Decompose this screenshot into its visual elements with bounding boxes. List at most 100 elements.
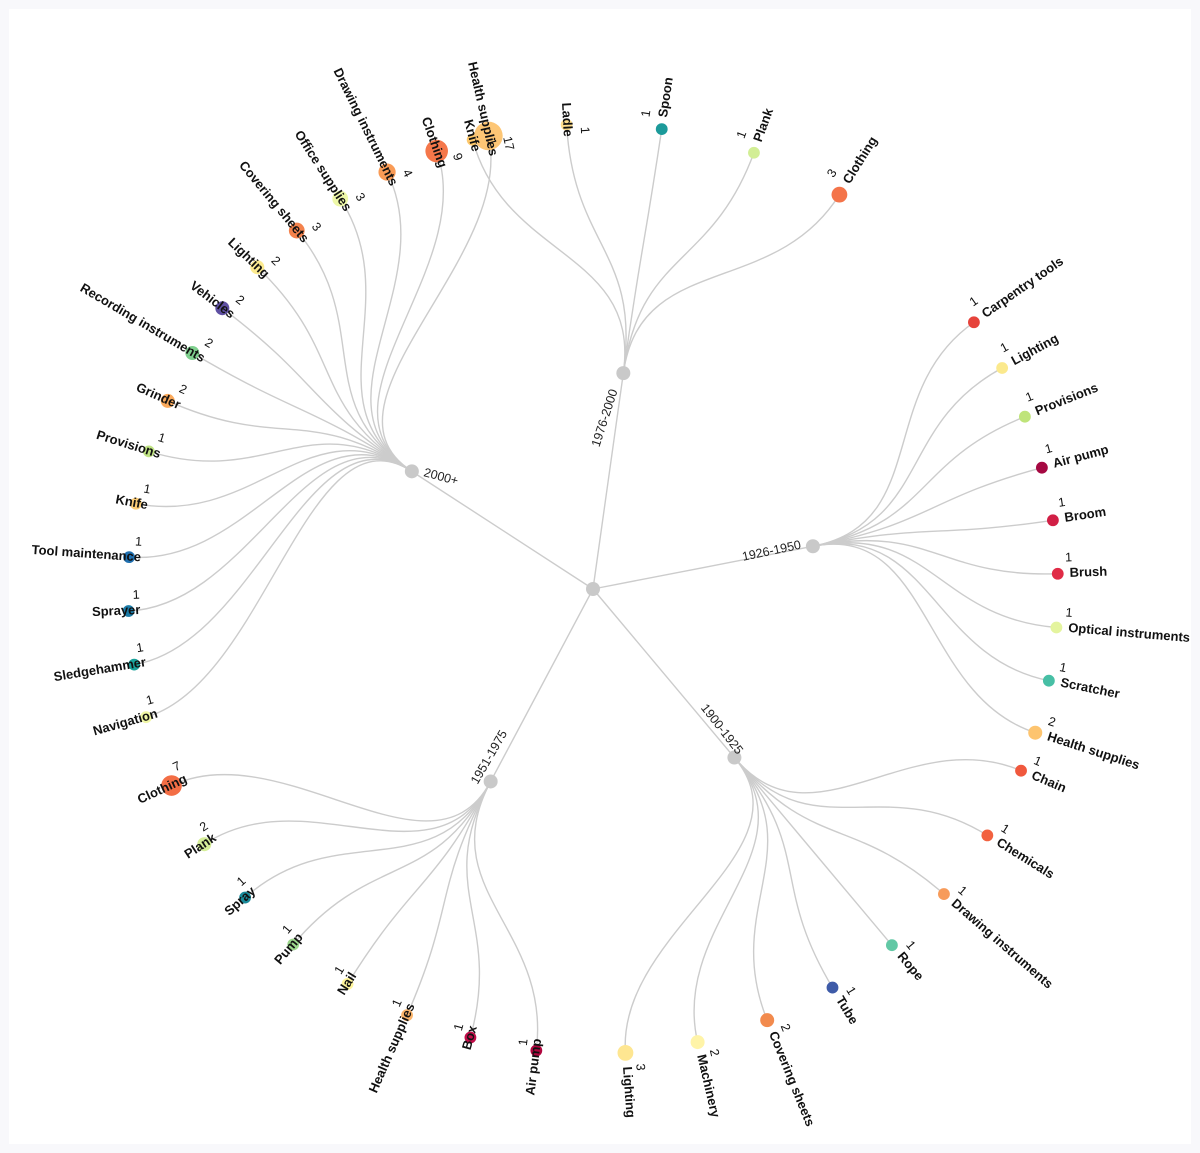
- leaf-node-1926-1950-optical-instruments[interactable]: [1050, 621, 1063, 634]
- link-2000-sledgehammer: [134, 458, 413, 666]
- leaf-node-2000-sprayer[interactable]: [122, 605, 135, 617]
- leaf-node-1976-2000-clothing[interactable]: [831, 186, 848, 203]
- leaf-node-2000-recording-instruments[interactable]: [185, 345, 200, 360]
- leaf-label-1976-2000-spoon: Spoon: [655, 76, 676, 118]
- group-label-1900-1925: 1900-1925: [698, 701, 746, 757]
- link-1951-1975-clothing: [171, 773, 492, 822]
- count-label-2000-covering-sheets: 3: [309, 220, 324, 234]
- leaf-node-1900-1925-machinery[interactable]: [690, 1035, 705, 1050]
- link-1951-1975-pump: [292, 781, 492, 945]
- leaf-node-1926-1950-health-supplies[interactable]: [1028, 725, 1043, 740]
- leaf-node-1951-1975-nail[interactable]: [341, 978, 354, 990]
- count-label-1976-2000-clothing: 3: [824, 166, 840, 179]
- count-label-1976-2000-knife: 1: [484, 137, 499, 147]
- leaf-label-1926-1950-scratcher: Scratcher: [1059, 675, 1121, 702]
- leaf-node-1976-2000-ladle[interactable]: [560, 118, 573, 131]
- link-1951-1975-nail: [346, 781, 492, 985]
- leaf-node-2000-drawing-instruments[interactable]: [378, 163, 396, 181]
- link-root-1976-2000: [592, 373, 625, 590]
- leaf-node-1951-1975-spray[interactable]: [239, 891, 252, 904]
- group-node-1951-1975: [483, 774, 498, 789]
- leaf-label-2000-sledgehammer: Sledgehammer: [53, 654, 147, 684]
- leaf-node-1926-1950-air-pump[interactable]: [1035, 461, 1048, 474]
- group-label-1926-1950: 1926-1950: [741, 538, 802, 564]
- leaf-node-1951-1975-pump[interactable]: [287, 938, 300, 951]
- link-1926-1950-scratcher: [812, 543, 1050, 682]
- leaf-node-1951-1975-air-pump[interactable]: [530, 1044, 543, 1057]
- leaf-node-1926-1950-scratcher[interactable]: [1042, 674, 1055, 687]
- count-label-1926-1950-provisions: 1: [1024, 389, 1036, 405]
- link-1926-1950-lighting: [812, 367, 1003, 547]
- leaf-node-1900-1925-covering-sheets[interactable]: [760, 1013, 775, 1028]
- leaf-label-1976-2000-plank: Plank: [750, 105, 776, 143]
- leaf-node-2000-lighting[interactable]: [250, 260, 265, 275]
- leaf-node-2000-provisions[interactable]: [142, 445, 155, 458]
- link-1976-2000-spoon: [622, 129, 663, 374]
- leaf-label-1926-1950-health-supplies: Health supplies: [1046, 729, 1142, 773]
- leaf-node-2000-grinder[interactable]: [160, 393, 175, 408]
- leaf-node-1900-1925-tube[interactable]: [826, 981, 839, 994]
- leaf-node-1926-1950-broom[interactable]: [1046, 514, 1059, 527]
- leaf-node-1900-1925-drawing-instruments[interactable]: [938, 888, 950, 900]
- link-1951-1975-health-supplies: [406, 781, 492, 1016]
- count-label-1900-1925-chemicals: 1: [999, 821, 1012, 837]
- link-1976-2000-clothing: [622, 194, 841, 374]
- leaf-label-2000-grinder: Grinder: [134, 379, 183, 412]
- leaf-node-1951-1975-plank[interactable]: [197, 837, 212, 852]
- leaf-node-1926-1950-lighting[interactable]: [996, 362, 1009, 374]
- leaf-label-2000-covering-sheets: Covering sheets: [236, 158, 312, 246]
- link-1900-1925-covering-sheets: [733, 757, 769, 1021]
- leaf-node-1976-2000-plank[interactable]: [748, 146, 760, 159]
- leaf-label-1926-1950-brush: Brush: [1069, 564, 1107, 580]
- leaf-label-2000-tool-maintenance: Tool maintenance: [31, 542, 141, 564]
- link-1926-1950-carpentry-tools: [812, 321, 975, 547]
- leaf-node-1900-1925-lighting[interactable]: [617, 1044, 634, 1061]
- leaf-node-1926-1950-brush[interactable]: [1051, 567, 1064, 580]
- link-2000-health-supplies: [381, 135, 492, 472]
- link-root-2000: [411, 470, 594, 590]
- leaf-label-1900-1925-rope: Rope: [895, 949, 927, 984]
- group-node-1900-1925: [727, 750, 742, 765]
- leaf-node-2000-clothing[interactable]: [425, 139, 448, 163]
- link-root-1951-1975: [490, 588, 594, 782]
- count-label-2000-health-supplies: 17: [500, 135, 517, 152]
- leaf-label-1900-1925-chemicals: Chemicals: [994, 834, 1057, 881]
- leaf-node-2000-sledgehammer[interactable]: [128, 658, 141, 671]
- count-label-2000-sledgehammer: 1: [135, 640, 144, 655]
- count-label-2000-provisions: 1: [156, 430, 167, 445]
- count-label-1976-2000-ladle: 1: [578, 126, 592, 134]
- leaf-node-1900-1925-rope[interactable]: [885, 939, 898, 952]
- leaf-node-2000-vehicles[interactable]: [215, 301, 230, 316]
- leaf-node-1951-1975-box[interactable]: [464, 1031, 477, 1044]
- link-1900-1925-rope: [733, 757, 893, 946]
- leaf-node-2000-knife[interactable]: [129, 497, 142, 510]
- link-1951-1975-air-pump: [473, 781, 539, 1051]
- link-root-1900-1925: [592, 588, 735, 758]
- leaf-node-2000-navigation[interactable]: [140, 711, 152, 724]
- leaf-node-2000-covering-sheets[interactable]: [288, 222, 305, 239]
- leaf-label-1926-1950-broom: Broom: [1063, 504, 1107, 525]
- leaf-label-2000-provisions: Provisions: [95, 427, 163, 461]
- leaf-node-2000-health-supplies[interactable]: [474, 121, 503, 151]
- leaf-node-1951-1975-health-supplies[interactable]: [401, 1009, 413, 1022]
- group-node-2000: [404, 464, 419, 479]
- leaf-node-1900-1925-chemicals[interactable]: [981, 829, 994, 842]
- count-label-2000-navigation: 1: [145, 692, 156, 707]
- leaf-node-1976-2000-spoon[interactable]: [655, 123, 668, 136]
- leaf-label-1926-1950-optical-instruments: Optical instruments: [1068, 620, 1191, 645]
- leaf-node-1926-1950-carpentry-tools[interactable]: [968, 316, 980, 329]
- link-1926-1950-air-pump: [812, 466, 1043, 547]
- count-label-1926-1950-brush: 1: [1065, 550, 1072, 564]
- leaf-node-1900-1925-chain[interactable]: [1015, 764, 1027, 777]
- leaf-label-2000-sprayer: Sprayer: [92, 602, 141, 619]
- leaf-node-2000-office-supplies[interactable]: [332, 190, 349, 207]
- count-label-2000-drawing-instruments: 4: [400, 167, 416, 179]
- leaf-node-1926-1950-provisions[interactable]: [1018, 410, 1031, 423]
- leaf-label-1951-1975-box: Box: [459, 1023, 480, 1051]
- link-1926-1950-health-supplies: [812, 543, 1036, 734]
- leaf-label-1900-1925-chain: Chain: [1029, 767, 1068, 795]
- leaf-node-2000-tool-maintenance[interactable]: [123, 551, 135, 564]
- leaf-node-1951-1975-clothing[interactable]: [161, 775, 182, 796]
